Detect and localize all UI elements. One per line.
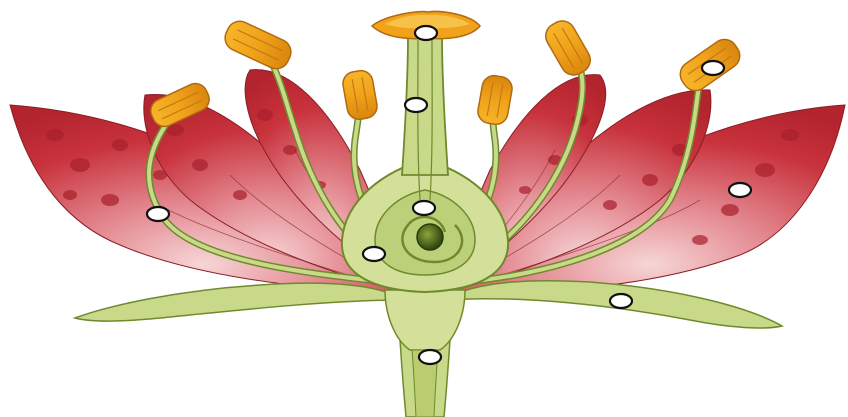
sepal-marker[interactable] xyxy=(610,294,632,308)
petal-marker[interactable] xyxy=(729,183,751,197)
receptacle-marker[interactable] xyxy=(419,350,441,364)
anther-marker[interactable] xyxy=(702,61,724,75)
receptacle-body xyxy=(385,290,465,350)
ovule xyxy=(417,224,443,250)
ovary-marker[interactable] xyxy=(363,247,385,261)
style-marker[interactable] xyxy=(405,98,427,112)
ovule-marker[interactable] xyxy=(413,201,435,215)
sepal-left xyxy=(75,283,405,321)
stigma-marker[interactable] xyxy=(415,26,437,40)
filament-marker[interactable] xyxy=(147,207,169,221)
